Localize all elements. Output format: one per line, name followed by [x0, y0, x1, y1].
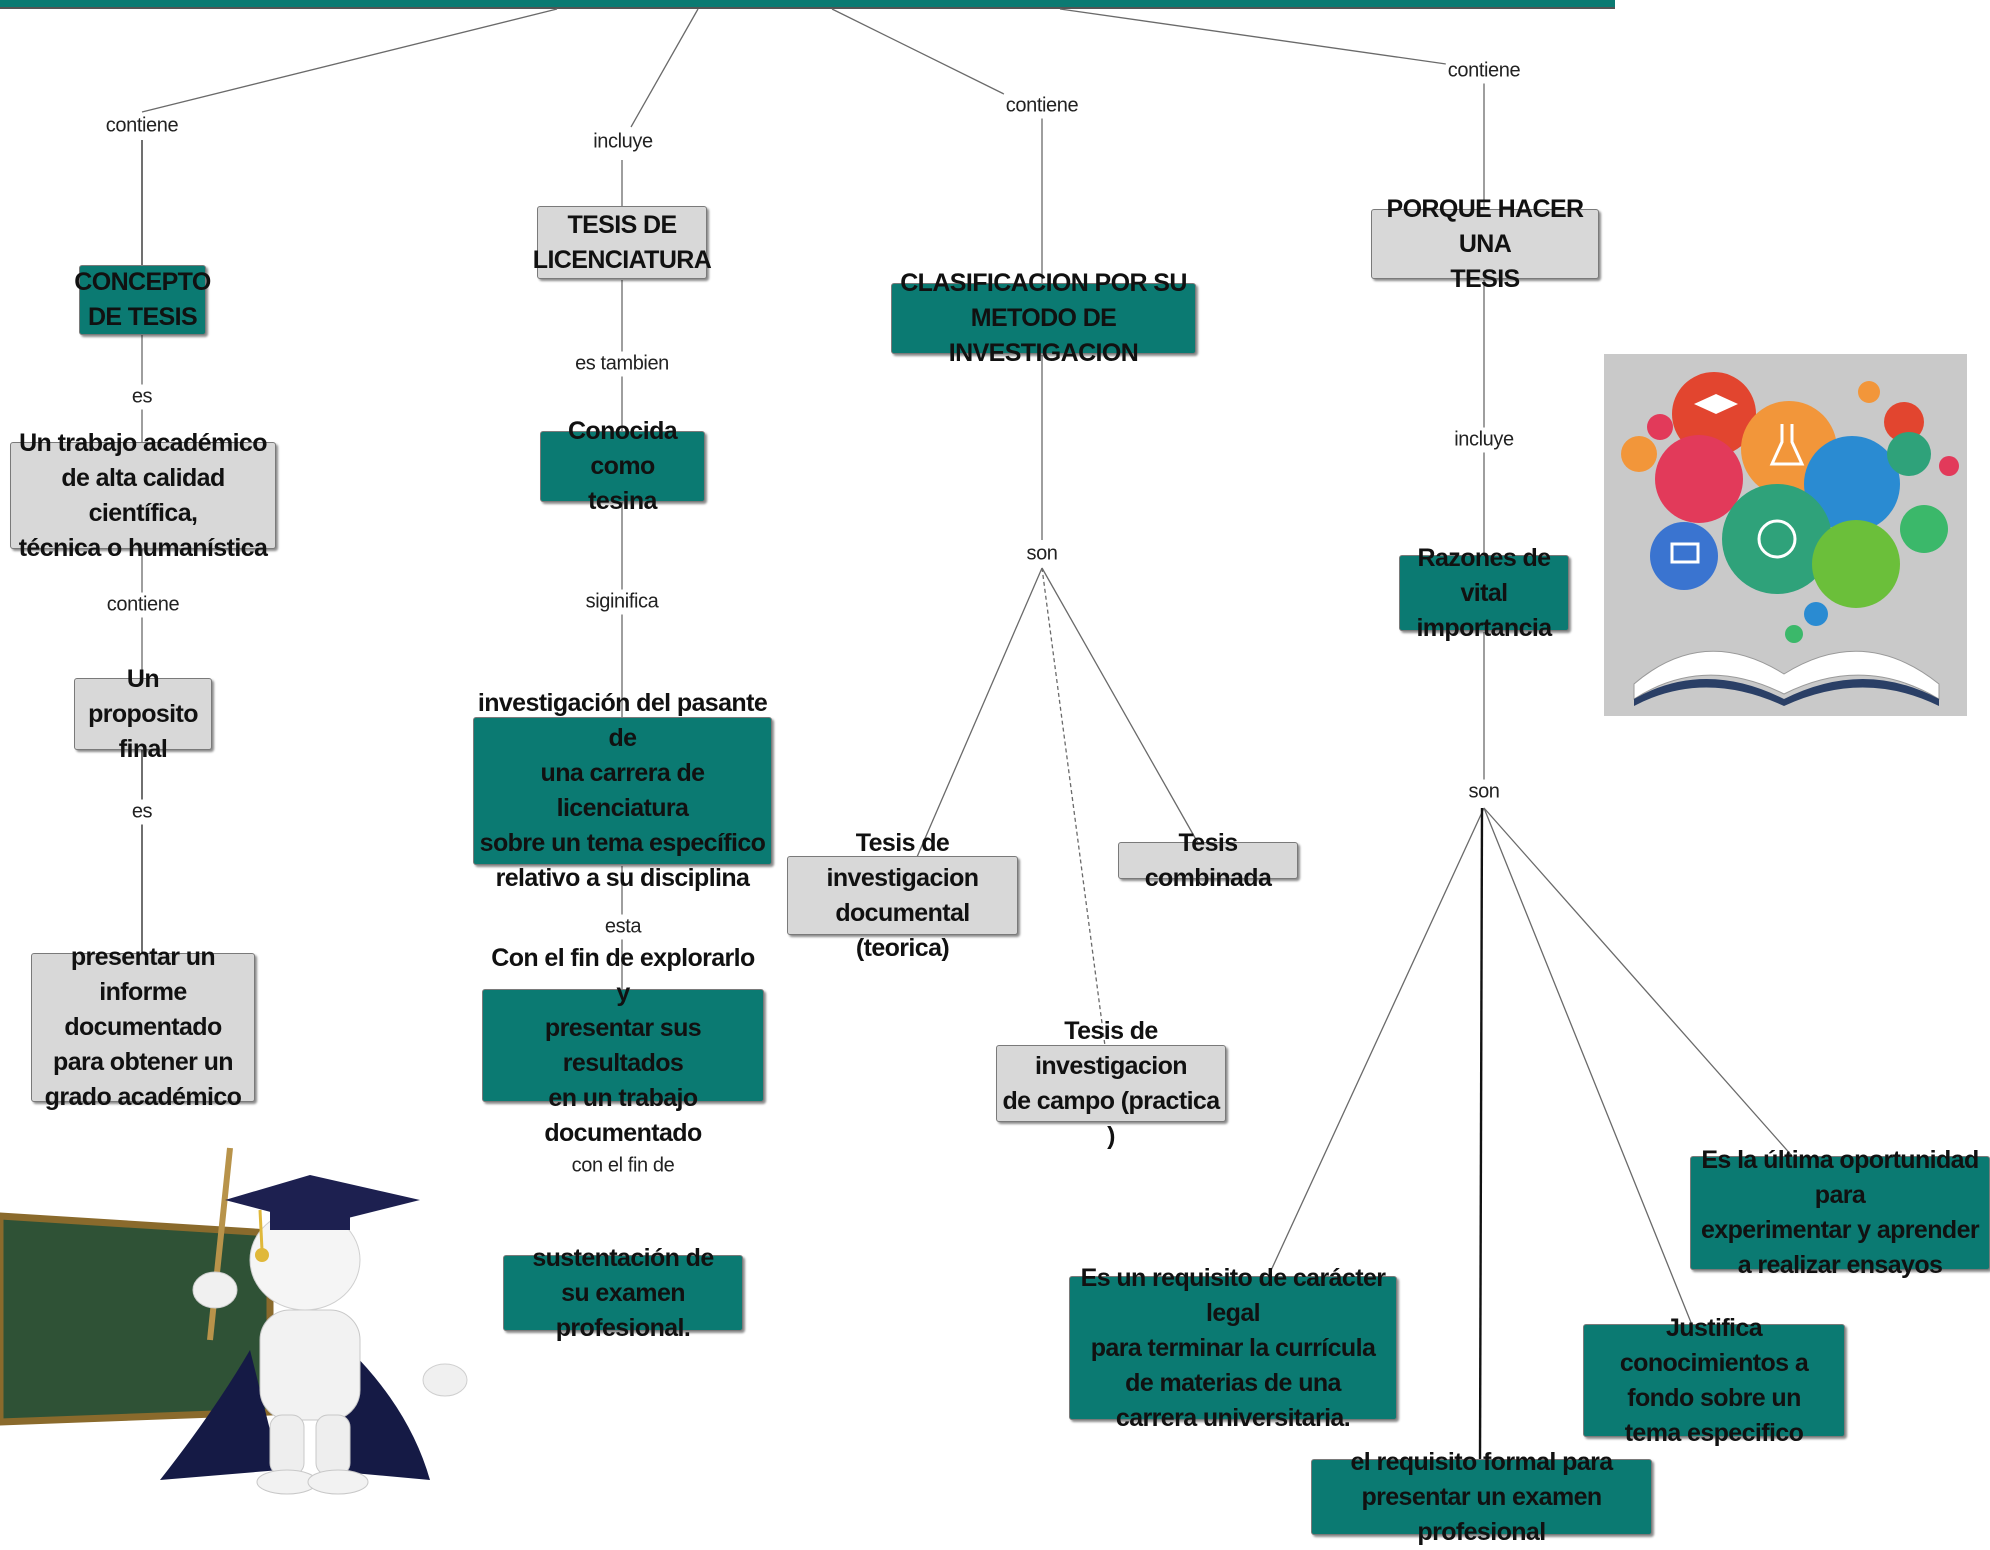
linking-word: contiene: [104, 592, 182, 618]
linking-word: son: [1024, 541, 1060, 567]
connector-line: [1483, 807, 1794, 1158]
concept-node[interactable]: Tesis combinada: [1118, 829, 1298, 892]
concept-node[interactable]: TESIS DE LICENCIATURA: [533, 206, 712, 279]
concept-node[interactable]: PORQUE HACER UNA TESIS: [1371, 195, 1599, 293]
connector-line: [141, 8, 558, 113]
linking-word: con el fin de: [569, 1153, 677, 1179]
root-node-edge: [0, 0, 1615, 9]
connector-line: [916, 567, 1043, 858]
linking-word: esta: [602, 914, 644, 940]
concept-node[interactable]: investigación del pasante de una carrera…: [473, 689, 772, 892]
concept-node[interactable]: Tesis de investigacion de campo (practic…: [996, 1017, 1226, 1150]
concept-node[interactable]: sustentación de su examen profesional.: [503, 1244, 743, 1342]
concept-node[interactable]: Justifica conocimientos a fondo sobre un…: [1583, 1314, 1845, 1447]
connector-line: [831, 8, 1009, 97]
linking-word: contiene: [103, 113, 181, 139]
education-icons-illustration: [1604, 354, 1967, 716]
linking-word: incluye: [591, 129, 655, 155]
concept-node[interactable]: Un proposito final: [74, 665, 212, 763]
linking-word: siginifica: [583, 589, 661, 615]
connector-line: [1041, 567, 1106, 1047]
connector-line: [630, 8, 699, 128]
connector-line: [1478, 807, 1484, 1461]
linking-word: contiene: [1003, 93, 1081, 119]
linking-word: contiene: [1445, 58, 1523, 84]
concept-node[interactable]: CLASIFICACION POR SU METODO DE INVESTIGA…: [891, 269, 1196, 367]
concept-node[interactable]: el requisito formal para presentar un ex…: [1311, 1448, 1652, 1546]
concept-node[interactable]: Un trabajo académico de alta calidad cie…: [10, 429, 276, 562]
concept-node[interactable]: Conocida como tesina: [540, 417, 705, 515]
concept-node[interactable]: Con el fin de explorarlo y presentar sus…: [482, 944, 764, 1147]
linking-word: es: [129, 799, 155, 825]
concept-node[interactable]: Es un requisito de carácter legal para t…: [1069, 1264, 1397, 1432]
connector-line: [1267, 807, 1485, 1278]
concept-node[interactable]: Es la última oportunidad para experiment…: [1690, 1146, 1990, 1279]
concept-node[interactable]: presentar un informe documentado para ob…: [31, 943, 255, 1111]
linking-word: es tambien: [573, 351, 671, 377]
concept-node[interactable]: Razones de vital importancia: [1399, 544, 1569, 642]
concept-node[interactable]: Tesis de investigacion documental (teori…: [787, 829, 1018, 962]
connector-line: [1041, 567, 1199, 844]
connector-line: [1483, 807, 1693, 1326]
concept-node[interactable]: CONCEPTO DE TESIS: [74, 265, 211, 335]
linking-word: es: [129, 384, 155, 410]
linking-word: son: [1466, 779, 1502, 805]
graduate-illustration: [0, 1147, 468, 1495]
linking-word: incluye: [1452, 427, 1516, 453]
connector-line: [1059, 8, 1447, 65]
